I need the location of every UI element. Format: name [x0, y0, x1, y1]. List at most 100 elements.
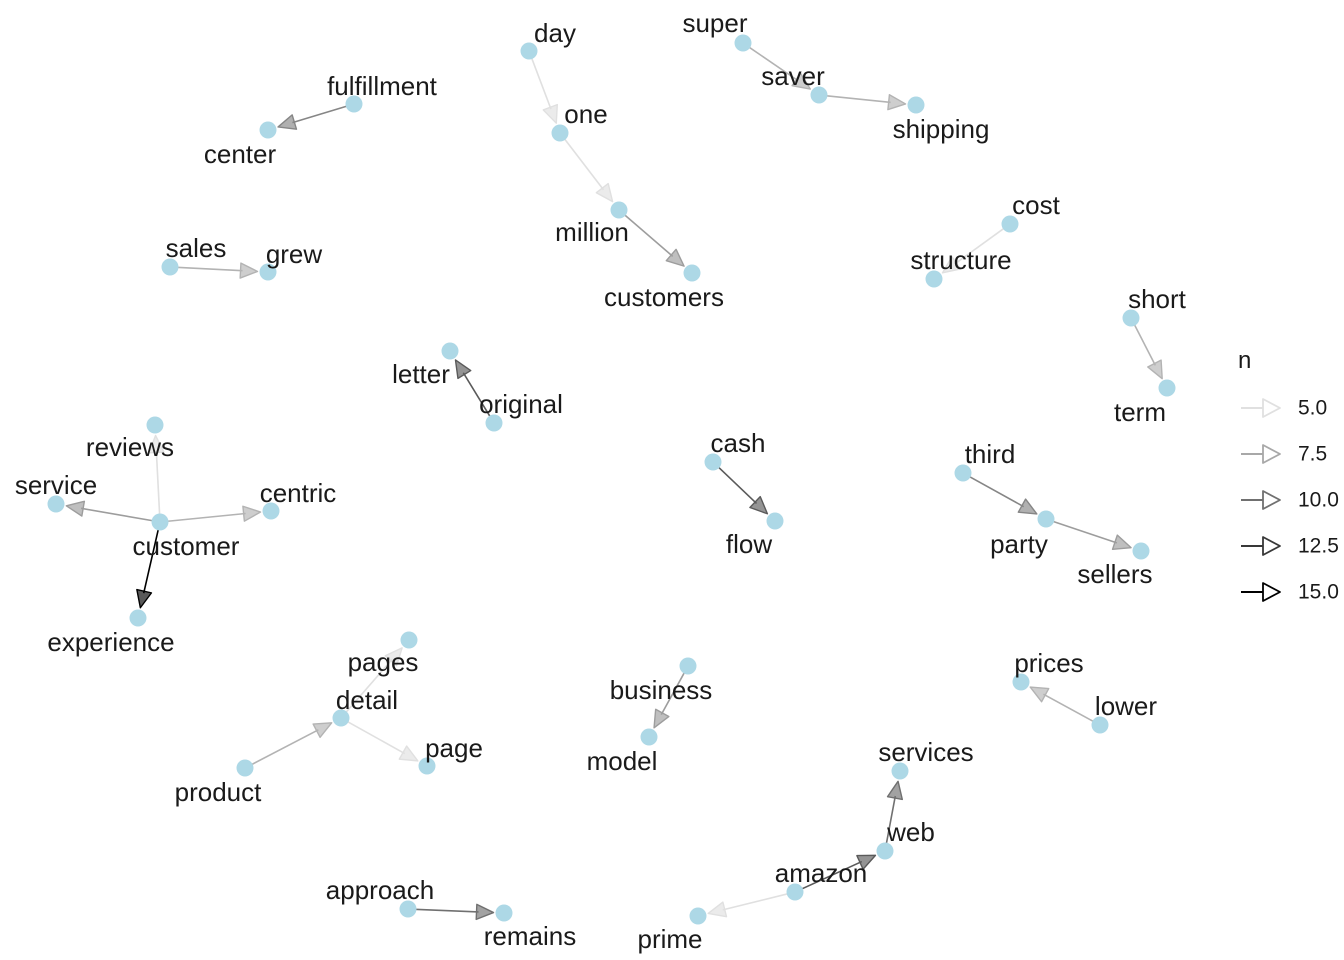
node-label-model: model: [587, 746, 658, 776]
node-label-cost: cost: [1012, 190, 1060, 220]
node-label-remains: remains: [484, 921, 576, 951]
node-approach: [399, 900, 417, 918]
node-label-original: original: [479, 389, 563, 419]
node-label-web: web: [886, 817, 935, 847]
node-flow: [766, 512, 784, 530]
node-amazon: [786, 883, 804, 901]
edge-line: [885, 795, 897, 845]
edge-line: [623, 213, 674, 257]
node-super: [734, 34, 752, 52]
legend-key-label: 10.0: [1298, 489, 1339, 512]
node-original: [485, 414, 503, 432]
node-pages: [400, 631, 418, 649]
edge-arrowhead: [475, 903, 495, 921]
edge-line: [717, 465, 758, 505]
edge-line: [530, 56, 552, 110]
node-label-short: short: [1128, 284, 1187, 314]
edge-line: [747, 46, 799, 82]
node-label-lower: lower: [1095, 691, 1157, 721]
node-label-experience: experience: [47, 627, 174, 657]
node-label-super: super: [682, 8, 747, 38]
legend: n 5.07.510.012.515.0: [1238, 347, 1339, 604]
edge-arrowhead: [398, 745, 419, 762]
edge-lower-prices: [1029, 686, 1095, 723]
edge-arrowhead: [653, 708, 670, 729]
node-services: [891, 762, 909, 780]
edge-arrowhead: [242, 505, 262, 522]
edge-arrowhead: [277, 114, 298, 130]
edge-detail-page: [346, 720, 419, 762]
edge-arrowhead: [791, 72, 812, 90]
edge-line: [1043, 693, 1095, 723]
node-cash: [704, 453, 722, 471]
legend-key: 15.0: [1241, 581, 1339, 604]
node-day: [520, 42, 538, 60]
edge-arrowhead: [665, 248, 685, 267]
edge-line: [155, 450, 161, 516]
node-business: [679, 657, 697, 675]
edge-arrowhead: [749, 495, 769, 515]
legend-key-label: 12.5: [1298, 535, 1339, 558]
edge-line: [250, 729, 319, 766]
edge-line: [825, 94, 891, 104]
node-label-day: day: [534, 18, 576, 48]
edge-line: [1051, 520, 1118, 544]
node-label-prime: prime: [637, 924, 702, 954]
edge-original-letter: [454, 359, 492, 418]
node-label-sellers: sellers: [1077, 559, 1152, 589]
edge-fulfillment-center: [277, 105, 349, 130]
edge-line: [344, 658, 393, 714]
node-label-centric: centric: [260, 478, 337, 508]
node-label-approach: approach: [326, 875, 434, 905]
edge-customer-experience: [136, 528, 160, 609]
node-label-business: business: [610, 675, 713, 705]
node-label-product: product: [175, 777, 262, 807]
edge-arrowhead: [136, 588, 153, 609]
edge-arrowhead: [454, 359, 472, 380]
edge-line: [968, 475, 1025, 508]
edge-line: [722, 892, 789, 911]
edge-line: [414, 908, 479, 913]
legend-keys: 5.07.510.012.515.0: [1241, 397, 1339, 604]
node-label-prices: prices: [1014, 648, 1083, 678]
legend-key-arrowhead: [1262, 582, 1281, 602]
edge-arrowhead: [941, 256, 962, 274]
edge-product-detail: [250, 722, 333, 766]
labels-layer: fulfillmentcenterdayonemillioncustomerss…: [15, 8, 1187, 954]
edge-arrowhead: [1111, 534, 1132, 551]
node-label-detail: detail: [336, 685, 398, 715]
node-customer: [151, 513, 169, 531]
edge-arrowhead: [312, 722, 333, 739]
edge-line: [954, 227, 1006, 265]
legend-key-arrowhead: [1262, 444, 1281, 464]
edge-line: [1133, 323, 1157, 366]
node-term: [1158, 379, 1176, 397]
node-short: [1122, 309, 1140, 327]
edge-web-services: [885, 780, 904, 845]
node-prime: [689, 907, 707, 925]
legend-key-label: 7.5: [1298, 443, 1327, 466]
edge-arrowhead: [65, 500, 86, 517]
edge-approach-remains: [414, 903, 495, 921]
node-product: [236, 759, 254, 777]
node-label-structure: structure: [910, 245, 1011, 275]
edge-line: [800, 860, 863, 891]
node-service: [47, 495, 65, 513]
node-shipping: [907, 96, 925, 114]
edge-line: [176, 266, 243, 272]
edge-line: [660, 671, 686, 716]
legend-key-arrowhead: [1262, 490, 1281, 510]
edge-arrowhead: [1017, 498, 1038, 515]
node-structure: [925, 270, 943, 288]
node-cost: [1001, 215, 1019, 233]
node-label-services: services: [878, 737, 973, 767]
node-label-million: million: [555, 217, 629, 247]
edge-line: [462, 372, 492, 418]
nodes-layer: [47, 34, 1176, 925]
node-reviews: [146, 416, 164, 434]
edge-line: [142, 528, 160, 594]
node-label-letter: letter: [392, 359, 450, 389]
legend-key-arrowhead: [1262, 398, 1281, 418]
node-sales: [161, 258, 179, 276]
